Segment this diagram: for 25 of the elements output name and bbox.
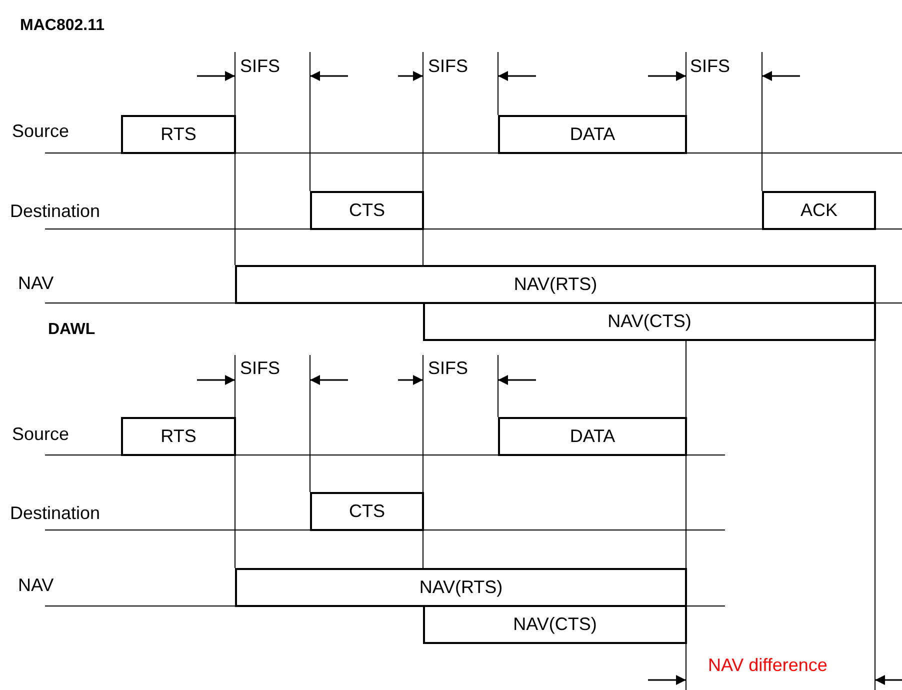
annotation-label: NAV difference	[708, 655, 828, 675]
interval-label: SIFS	[240, 56, 280, 76]
frame-box: RTS	[121, 417, 236, 456]
frame-box: CTS	[310, 492, 424, 531]
row-label: Destination	[10, 201, 100, 221]
row-label: NAV	[18, 575, 54, 595]
frame-box: CTS	[310, 191, 424, 230]
row-label: Source	[12, 121, 70, 141]
section-heading: DAWL	[48, 320, 96, 340]
frame-box: NAV(CTS)	[423, 605, 687, 644]
row-label: Destination	[10, 503, 100, 523]
frame-box: NAV(RTS)	[235, 265, 876, 304]
interval-label: SIFS	[690, 56, 730, 76]
frame-box: NAV(RTS)	[235, 568, 687, 607]
interval-label: SIFS	[428, 56, 468, 76]
frame-box: DATA	[498, 417, 687, 456]
frame-box: ACK	[762, 191, 876, 230]
frame-box: RTS	[121, 115, 236, 154]
row-label: NAV	[18, 273, 54, 293]
interval-label: SIFS	[428, 358, 468, 378]
row-label: Source	[12, 424, 70, 444]
frame-box: DATA	[498, 115, 687, 154]
interval-label: SIFS	[240, 358, 280, 378]
frame-box: NAV(CTS)	[423, 302, 876, 341]
section-heading: MAC802.11	[20, 16, 104, 36]
